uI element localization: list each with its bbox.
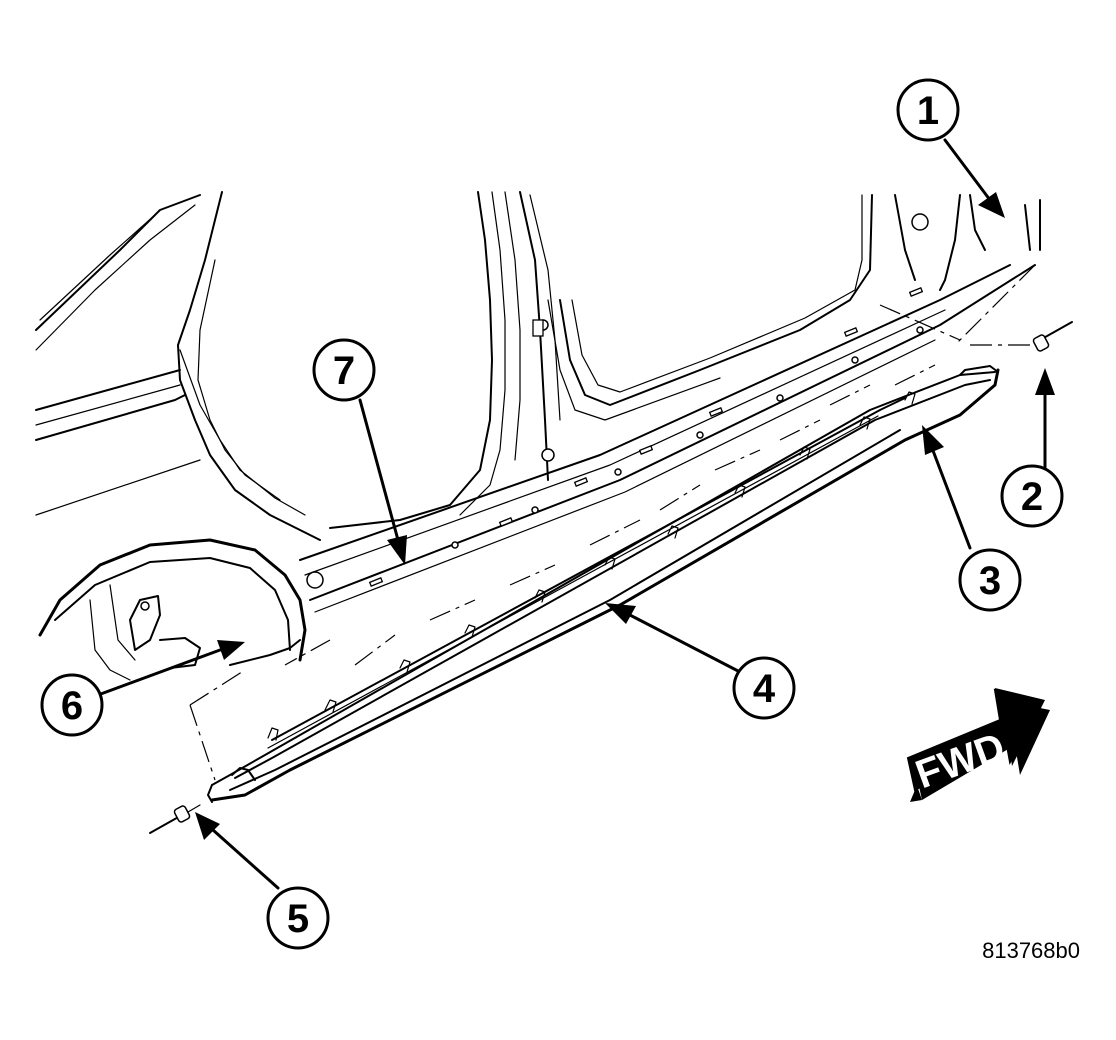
fastener-hole [911, 213, 929, 231]
callout-label: 6 [61, 684, 83, 728]
arrowhead [922, 425, 944, 455]
fastener-hole [140, 601, 150, 611]
vehicle-body-side [35, 191, 1041, 681]
molding-clips [267, 391, 916, 741]
alignment-lines [189, 264, 1036, 781]
callout-label: 2 [1021, 475, 1043, 519]
callout-2: 2 [1000, 464, 1064, 528]
arrowhead [217, 640, 245, 660]
rocker-slots [368, 287, 924, 587]
fastener-front [1032, 321, 1073, 352]
arrowhead [978, 192, 1005, 218]
callout-7: 7 [312, 338, 376, 402]
fastener-hole [541, 448, 555, 462]
callout-label: 5 [287, 897, 309, 941]
arrowhead [387, 535, 407, 565]
fwd-arrow: FWD [906, 688, 1050, 802]
callout-label: 7 [333, 349, 355, 393]
callout-4: 4 [732, 656, 796, 720]
rocker-holes [451, 326, 924, 549]
callout-3: 3 [958, 548, 1022, 612]
sill-molding [207, 365, 1000, 803]
body-slot [532, 319, 544, 337]
fastener-hole [306, 571, 324, 589]
fastener-rear [149, 804, 201, 834]
arrowhead [1035, 368, 1055, 395]
arrowhead [605, 603, 636, 624]
callout-5: 5 [266, 886, 330, 950]
callout-label: 4 [753, 667, 776, 711]
callout-label: 3 [979, 559, 1001, 603]
callout-6: 6 [40, 673, 104, 737]
leader-arrows [96, 138, 1055, 890]
arrowhead [195, 812, 220, 840]
callout-label: 1 [917, 89, 939, 133]
figure-id: 813768b0 [982, 938, 1080, 963]
callout-1: 1 [896, 78, 960, 142]
